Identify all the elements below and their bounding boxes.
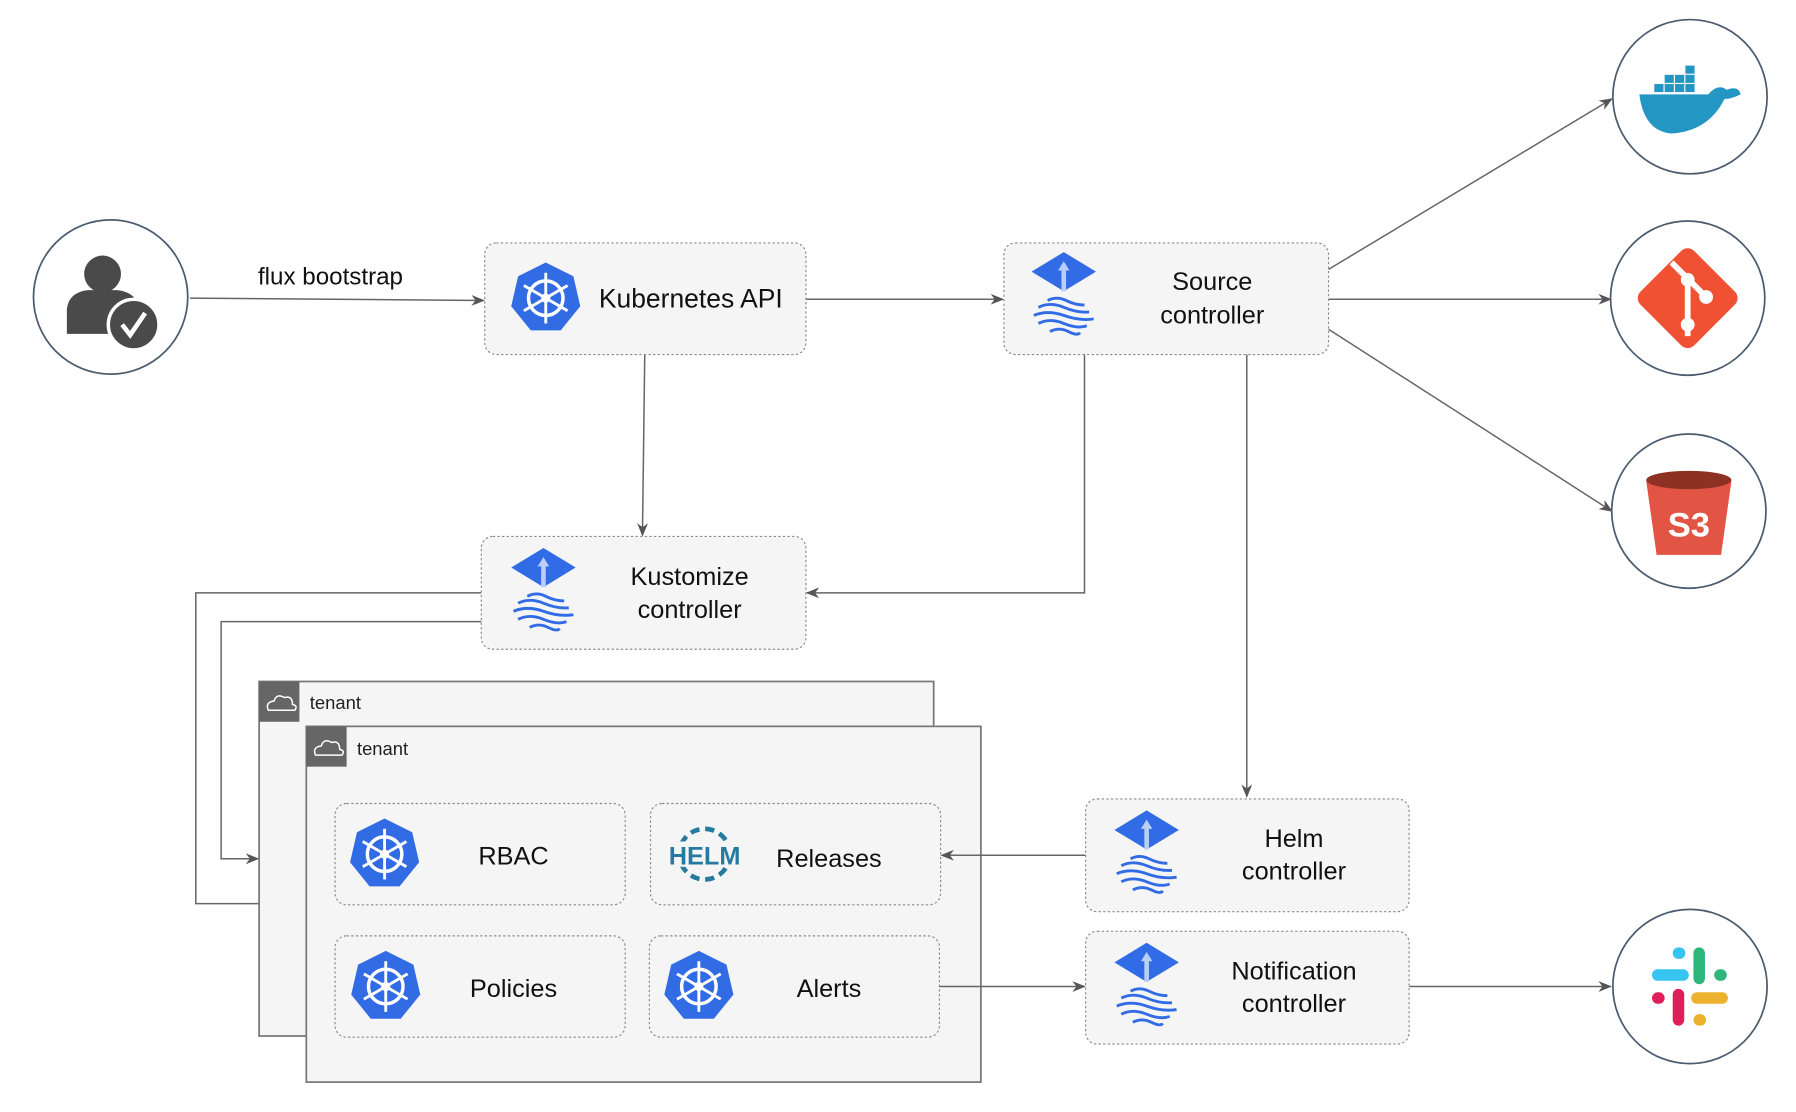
rbac-node[interactable]: RBAC xyxy=(334,802,626,906)
git-repository-node[interactable] xyxy=(1609,220,1766,377)
source-controller-node[interactable]: Source controller xyxy=(1003,242,1330,356)
edge-user-to-kubernetes-api xyxy=(190,294,485,306)
edge-label-flux-bootstrap: flux bootstrap xyxy=(258,263,403,290)
kustomize-controller-label-line1: Kustomize xyxy=(631,563,749,591)
docker-icon xyxy=(1639,65,1741,134)
policies-node[interactable]: Policies xyxy=(334,935,626,1038)
slack-node[interactable] xyxy=(1611,908,1768,1065)
user-node xyxy=(32,219,189,375)
kustomize-controller-node[interactable]: Kustomize controller xyxy=(480,535,807,650)
notification-controller-label-line2: controller xyxy=(1242,990,1347,1018)
edge-source-to-docker xyxy=(1328,98,1613,271)
edge-kubernetes-api-to-kustomize xyxy=(637,354,648,537)
releases-label: Releases xyxy=(776,845,882,873)
cloud-icon xyxy=(259,681,300,722)
user-check-icon xyxy=(66,255,161,352)
s3-icon: S3 xyxy=(1646,470,1732,555)
docker-registry-node[interactable] xyxy=(1611,18,1768,175)
helm-logo-text: HELM xyxy=(669,843,741,871)
kubernetes-api-label: Kubernetes API xyxy=(599,283,783,313)
releases-node[interactable]: HELM Releases xyxy=(649,802,942,906)
rbac-label: RBAC xyxy=(478,843,548,871)
alerts-label: Alerts xyxy=(797,975,862,1003)
tenant-label: tenant xyxy=(310,692,361,713)
helm-controller-label-line2: controller xyxy=(1242,857,1347,885)
notification-controller-node[interactable]: Notification controller xyxy=(1085,930,1410,1045)
edge-source-to-s3 xyxy=(1328,328,1613,512)
edge-source-to-kustomize xyxy=(805,354,1086,599)
slack-icon xyxy=(1651,947,1728,1026)
s3-label: S3 xyxy=(1668,506,1710,544)
git-icon xyxy=(1637,248,1738,349)
kustomize-controller-label-line2: controller xyxy=(638,596,743,624)
helm-controller-node[interactable]: Helm controller xyxy=(1085,798,1410,913)
cloud-icon xyxy=(306,726,347,767)
edge-kustomize-to-tenant-front xyxy=(195,592,482,910)
policies-label: Policies xyxy=(470,975,557,1003)
helm-controller-label-line1: Helm xyxy=(1264,825,1323,853)
helm-icon: HELM xyxy=(667,826,744,882)
source-controller-label-line2: controller xyxy=(1160,301,1265,329)
alerts-node[interactable]: Alerts xyxy=(648,935,941,1038)
s3-bucket-node[interactable]: S3 xyxy=(1610,433,1767,590)
tenant-label: tenant xyxy=(357,738,408,759)
edge-kustomize-to-tenant-back xyxy=(220,620,482,865)
notification-controller-label-line1: Notification xyxy=(1231,958,1356,986)
kubernetes-api-node[interactable]: Kubernetes API xyxy=(484,242,807,356)
source-controller-label-line1: Source xyxy=(1172,268,1252,296)
